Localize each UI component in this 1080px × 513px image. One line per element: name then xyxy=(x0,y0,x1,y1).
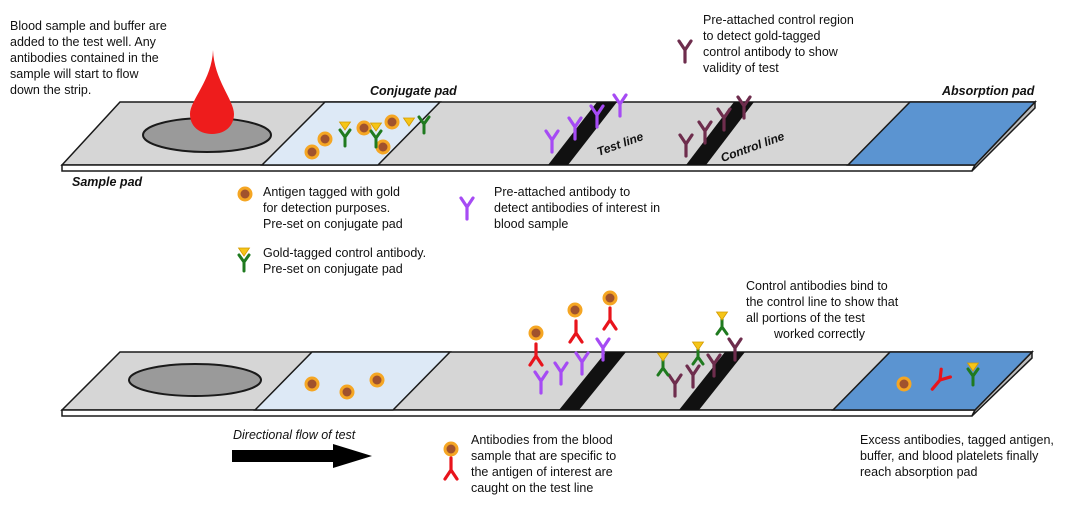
flow-arrow-icon xyxy=(232,444,372,468)
legend-purple-antibody-icon xyxy=(459,196,475,221)
legend-antigen-text: Antigen tagged with gold for detection p… xyxy=(263,185,403,231)
legend-red-antibody-icon xyxy=(443,456,459,481)
top-control-line xyxy=(686,102,754,165)
bottom-absorption-pad xyxy=(831,351,1034,411)
directional-flow-label: Directional flow of test xyxy=(233,428,356,442)
bottom-strip xyxy=(60,350,1034,417)
note-blood-sample: Blood sample and buffer are added to the… xyxy=(10,19,167,97)
note-control-bind: Control antibodies bind to the control l… xyxy=(746,279,899,341)
note-control-region: Pre-attached control region to detect go… xyxy=(703,13,854,75)
note-excess: Excess antibodies, tagged antigen, buffe… xyxy=(860,433,1054,479)
blood-drop xyxy=(190,50,234,134)
top-absorption-pad xyxy=(846,101,1037,166)
top-strip xyxy=(60,50,1037,172)
note-blood-antibodies: Antibodies from the blood sample that ar… xyxy=(471,433,617,495)
legend-preattached-text: Pre-attached antibody to detect antibodi… xyxy=(494,185,661,231)
absorption-pad-label: Absorption pad xyxy=(942,84,1035,98)
bottom-conjugate-pad xyxy=(253,351,452,411)
legend-gold-control-text: Gold-tagged control antibody. Pre-set on… xyxy=(263,246,427,276)
legend-captured-antigen-icon xyxy=(443,441,459,457)
bottom-test-line xyxy=(559,352,626,410)
conjugate-pad-label: Conjugate pad xyxy=(370,84,457,98)
legend-antigen-icon xyxy=(237,186,253,202)
legend-green-antibody-icon xyxy=(237,253,251,273)
top-test-line xyxy=(548,102,617,165)
bottom-sample-well xyxy=(128,363,262,397)
bottom-control-line xyxy=(679,352,745,410)
sample-pad-label: Sample pad xyxy=(72,175,143,189)
